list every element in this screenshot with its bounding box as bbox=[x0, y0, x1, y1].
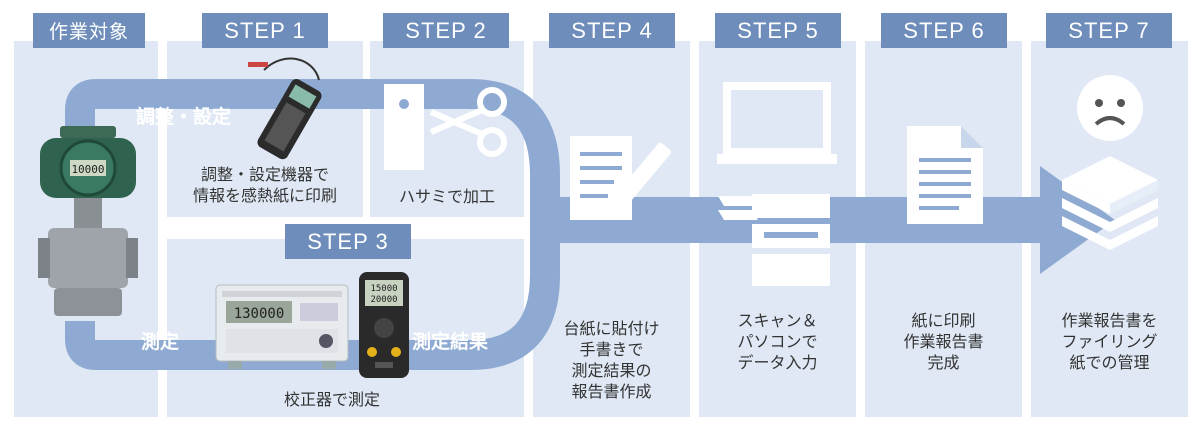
track-label-adjust: 調整・設定 bbox=[136, 106, 232, 128]
pressure-transmitter-icon: 10000 bbox=[38, 126, 138, 316]
track-label-measure-result: 測定結果 bbox=[412, 331, 489, 353]
header-target: 作業対象 bbox=[33, 13, 145, 48]
caption-step7: 作業報告書を ファイリング 紙での管理 bbox=[1031, 310, 1188, 373]
caption-step5: スキャン＆ パソコンで データ入力 bbox=[699, 310, 856, 373]
caption-step7-line1: 作業報告書を bbox=[1061, 311, 1158, 330]
header-step7: STEP 7 bbox=[1046, 13, 1172, 48]
handheld-display-bottom: 20000 bbox=[370, 295, 397, 305]
scanner-icon bbox=[718, 194, 830, 286]
caption-step5-line2: パソコンで bbox=[737, 332, 818, 351]
scissors-icon bbox=[384, 84, 507, 170]
handheld-calibrator-icon: 15000 20000 bbox=[359, 272, 409, 378]
header-step3: STEP 3 bbox=[285, 224, 411, 259]
caption-step6-line3: 完成 bbox=[927, 353, 960, 372]
caption-step4-line2: 手書きで bbox=[579, 340, 644, 359]
caption-step5-line1: スキャン＆ bbox=[737, 311, 818, 330]
caption-step1-line2: 情報を感熱紙に印刷 bbox=[192, 186, 337, 205]
header-step4: STEP 4 bbox=[549, 13, 675, 48]
caption-step3: 校正器で測定 bbox=[167, 389, 497, 410]
paper-stack-icon bbox=[1062, 156, 1158, 250]
caption-step5-line3: データ入力 bbox=[737, 353, 818, 372]
document-pen-icon bbox=[570, 136, 672, 220]
caption-step2-line1: ハサミで加工 bbox=[398, 187, 495, 206]
caption-step4-line1: 台紙に貼付け bbox=[563, 319, 660, 338]
header-step2: STEP 2 bbox=[383, 13, 509, 48]
handheld-terminal-icon bbox=[248, 57, 322, 160]
track-label-measure: 測定 bbox=[141, 331, 180, 353]
caption-step6-line1: 紙に印刷 bbox=[911, 311, 976, 330]
caption-step3-line1: 校正器で測定 bbox=[283, 390, 380, 409]
handheld-display-top: 15000 bbox=[370, 284, 397, 294]
header-step1: STEP 1 bbox=[202, 13, 328, 48]
caption-step7-line3: 紙での管理 bbox=[1069, 353, 1150, 372]
caption-step1: 調整・設定機器で 情報を感熱紙に印刷 bbox=[167, 164, 363, 206]
caption-step4-line4: 報告書作成 bbox=[571, 382, 652, 401]
document-icon bbox=[907, 126, 983, 224]
calibrator-display: 130000 bbox=[234, 306, 285, 322]
sad-face-icon bbox=[1077, 75, 1143, 141]
caption-step4-line3: 測定結果の bbox=[571, 361, 652, 380]
caption-step6-line2: 作業報告書 bbox=[903, 332, 984, 351]
caption-step1-line1: 調整・設定機器で bbox=[200, 165, 329, 184]
caption-step2: ハサミで加工 bbox=[370, 186, 524, 207]
caption-step4: 台紙に貼付け 手書きで 測定結果の 報告書作成 bbox=[533, 318, 690, 402]
header-step6: STEP 6 bbox=[881, 13, 1007, 48]
calibrator-icon: 130000 bbox=[215, 284, 349, 369]
transmitter-display: 10000 bbox=[71, 163, 104, 176]
caption-step7-line2: ファイリング bbox=[1061, 332, 1158, 351]
header-step5: STEP 5 bbox=[715, 13, 841, 48]
laptop-icon bbox=[717, 82, 837, 164]
caption-step6: 紙に印刷 作業報告書 完成 bbox=[865, 310, 1022, 373]
